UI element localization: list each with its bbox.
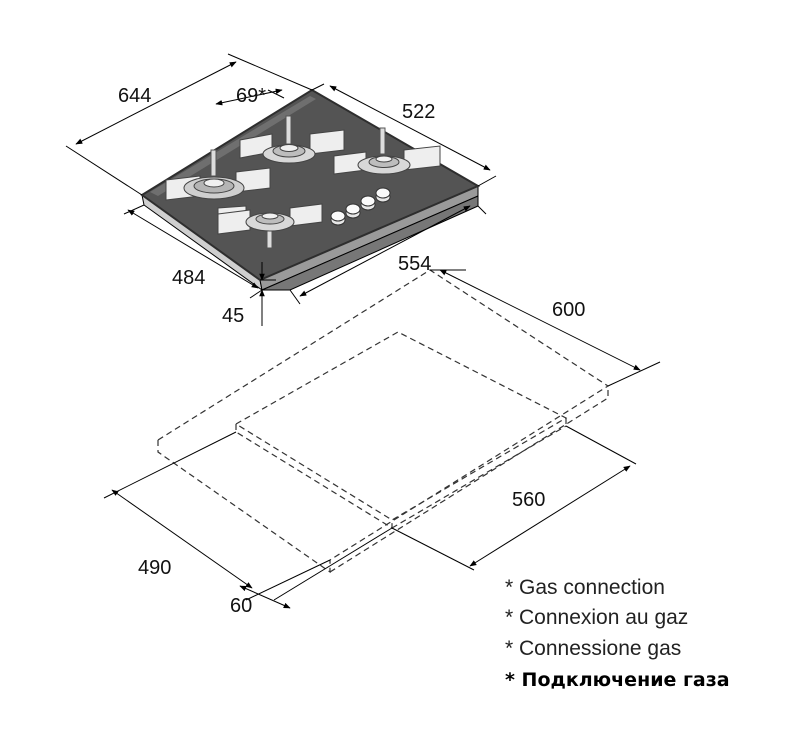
control-knob[interactable] bbox=[345, 203, 361, 219]
hob-dimension-lines bbox=[65, 53, 497, 326]
label-height: 45 bbox=[222, 305, 244, 327]
label-width-bottom: 554 bbox=[398, 253, 431, 275]
support-prong bbox=[210, 149, 217, 177]
label-front-gap: 60 bbox=[230, 595, 252, 617]
label-cutout-inner: 560 bbox=[512, 489, 545, 511]
gas-connection-notes: * Gas connection * Connexion au gaz * Co… bbox=[505, 576, 730, 691]
burner-cap-top bbox=[261, 212, 279, 220]
support-prong bbox=[379, 127, 386, 155]
dim-line-560 bbox=[469, 465, 631, 567]
pan-support bbox=[217, 209, 251, 235]
dim-line-490 bbox=[111, 489, 253, 589]
label-depth: 644 bbox=[118, 85, 151, 107]
glass-highlight bbox=[150, 96, 316, 196]
label-cutout-width: 600 bbox=[552, 299, 585, 321]
note-italian: * Connessione gas bbox=[505, 637, 681, 660]
control-knob[interactable] bbox=[375, 187, 391, 203]
dim-line-554 bbox=[299, 205, 471, 297]
burner-cap bbox=[203, 178, 225, 188]
label-width-top: 522 bbox=[402, 101, 435, 123]
dim-line-600 bbox=[439, 269, 641, 371]
label-depth-bottom: 484 bbox=[172, 267, 205, 289]
note-russian: * Подключение газа bbox=[505, 669, 730, 691]
dim-line-484 bbox=[127, 209, 259, 289]
label-cutout-depth: 490 bbox=[138, 557, 171, 579]
countertop-outline bbox=[157, 269, 610, 561]
dim-line-522 bbox=[329, 85, 491, 171]
dimension-labels: 644 69* 522 484 554 45 600 560 490 60 bbox=[118, 85, 585, 617]
label-gas-offset: 69* bbox=[236, 85, 266, 107]
dim-line-60 bbox=[239, 585, 291, 609]
support-prong bbox=[285, 115, 292, 145]
dim-line-69 bbox=[215, 88, 283, 106]
note-english: * Gas connection bbox=[505, 576, 665, 599]
pan-support bbox=[309, 129, 345, 155]
control-knob[interactable] bbox=[360, 195, 376, 211]
burner-cap-top bbox=[375, 155, 393, 163]
note-french: * Connexion au gaz bbox=[505, 606, 688, 629]
control-knob[interactable] bbox=[330, 210, 346, 226]
pan-support bbox=[289, 203, 323, 227]
dim-line-644 bbox=[75, 61, 237, 145]
burner-cap-top bbox=[279, 144, 299, 152]
cutout-dimension-lines bbox=[103, 269, 661, 609]
